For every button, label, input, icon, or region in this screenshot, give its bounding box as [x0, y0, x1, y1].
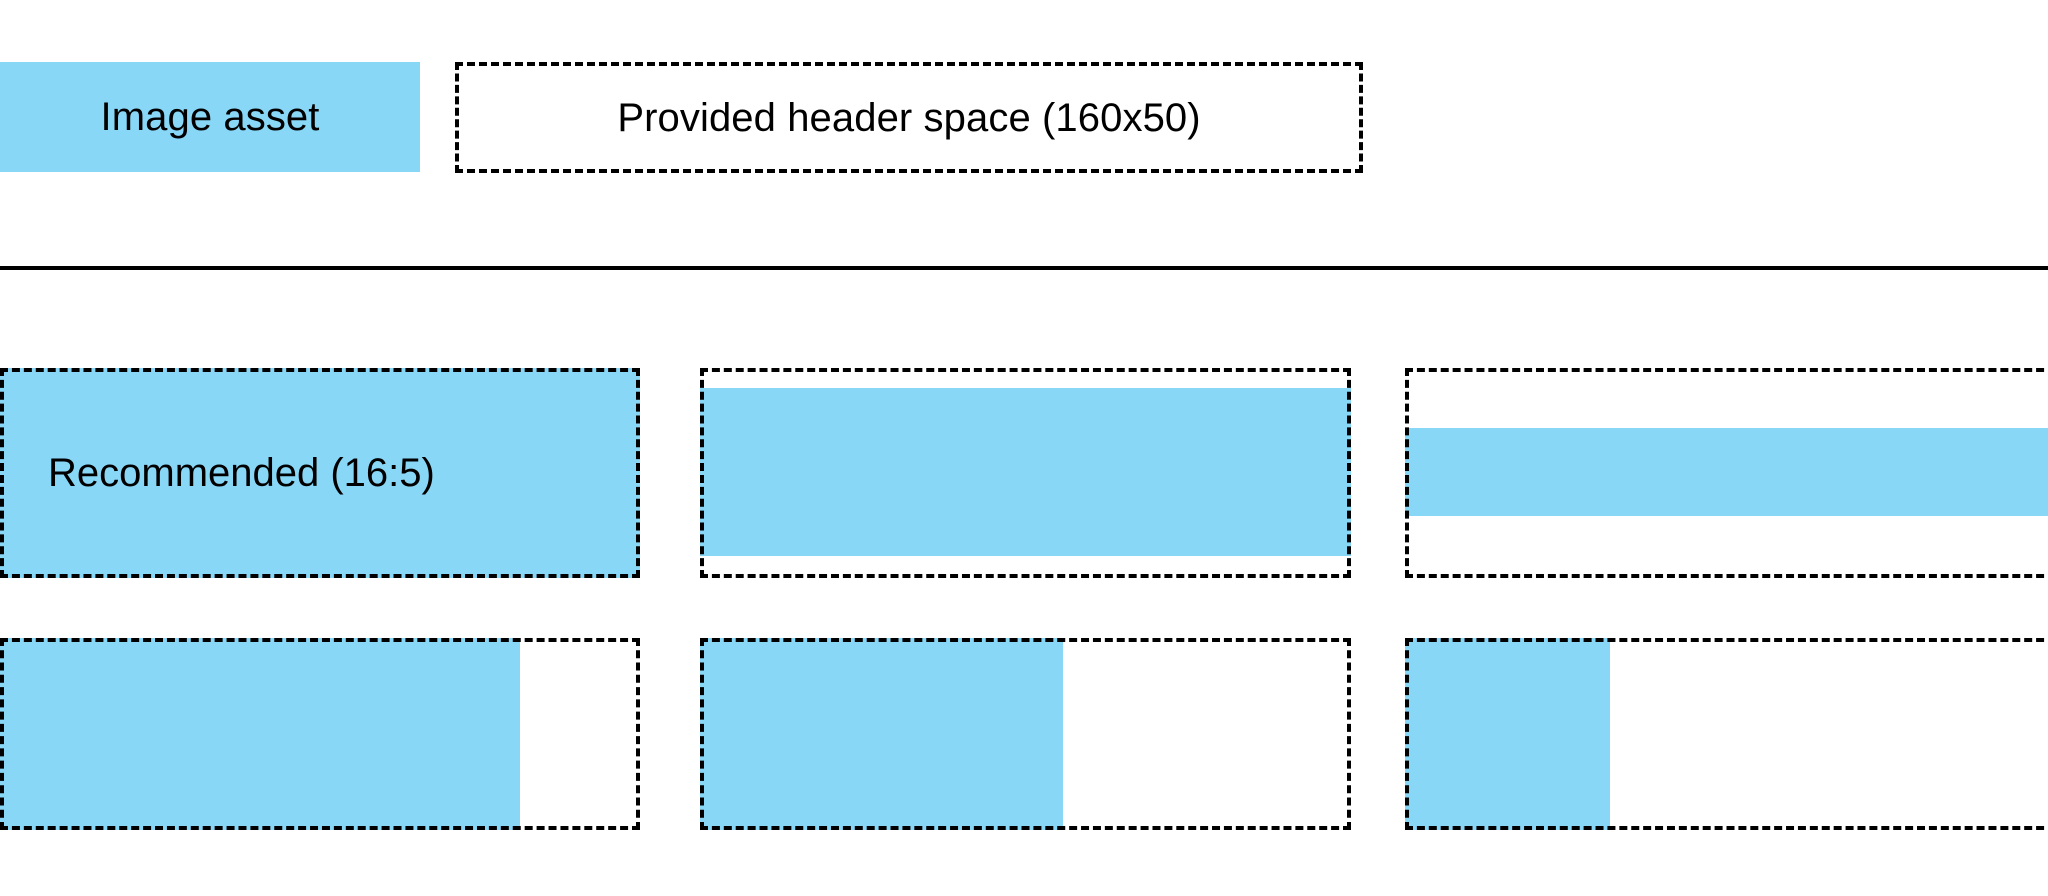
image-asset-fill — [0, 368, 640, 578]
image-asset-fill — [0, 638, 520, 830]
image-asset-fill — [1405, 428, 2048, 516]
example-cell-recommended-16-5: Recommended (16:5) — [0, 368, 640, 578]
example-cell-narrow-fill — [1405, 638, 2048, 830]
legend-provided-header-space-label: Provided header space (160x50) — [617, 95, 1201, 140]
legend-image-asset-label: Image asset — [100, 95, 320, 139]
image-asset-fill — [700, 388, 1351, 556]
legend-row: Image asset Provided header space (160x5… — [0, 0, 2048, 270]
example-cell-medium-fill — [700, 638, 1351, 830]
legend-provided-header-space-box: Provided header space (160x50) — [455, 62, 1363, 173]
legend-image-asset-swatch: Image asset — [0, 62, 420, 172]
image-asset-fill — [700, 638, 1063, 830]
example-cell-wide-fill — [0, 638, 640, 830]
example-cell-taller-than-recommended — [700, 368, 1351, 578]
example-caption-recommended: Recommended (16:5) — [48, 450, 435, 495]
image-asset-fill — [1405, 638, 1610, 830]
example-cell-shorter-band — [1405, 368, 2048, 578]
section-divider — [0, 266, 2048, 270]
